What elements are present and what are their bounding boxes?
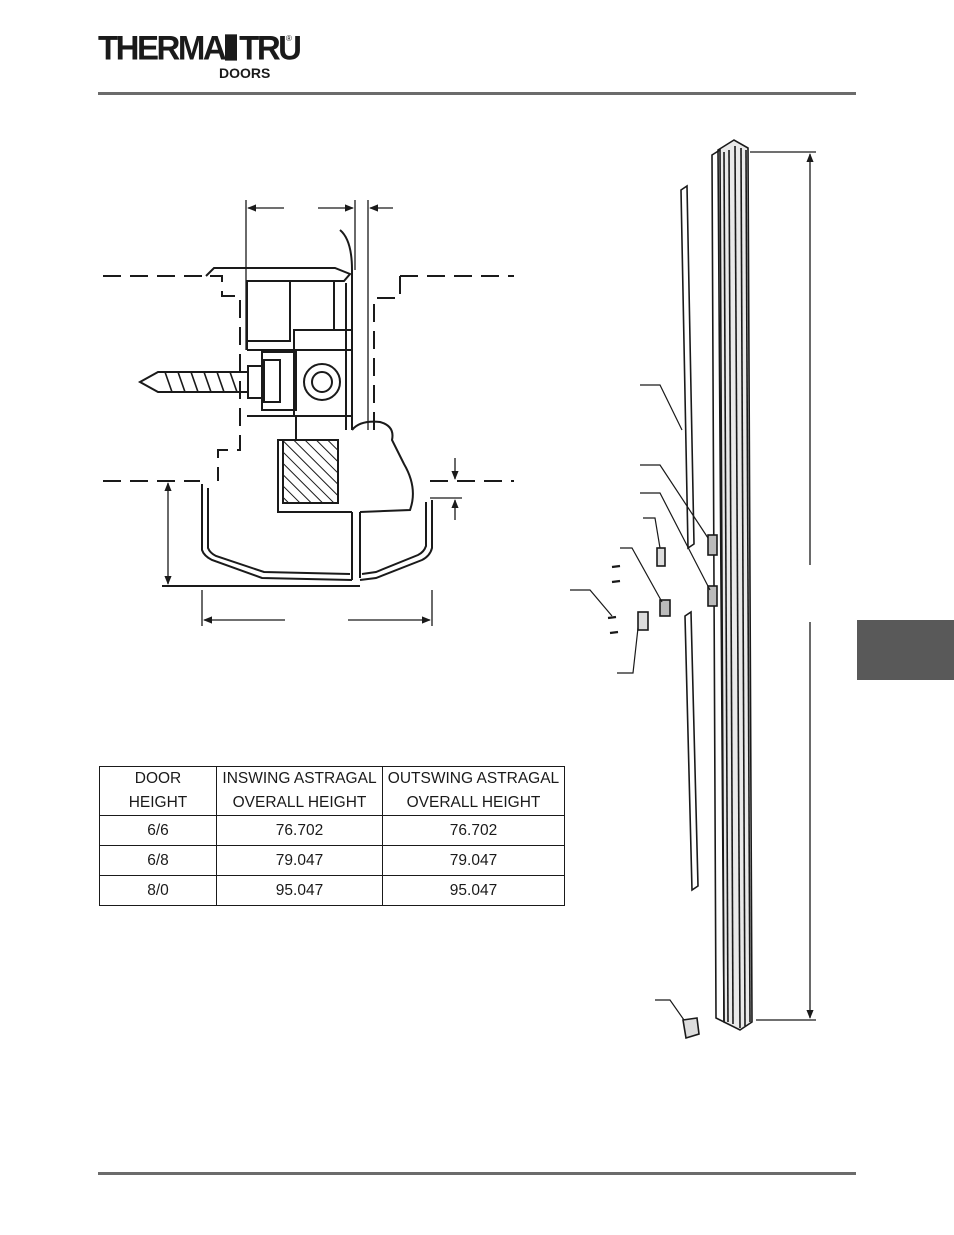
table-row: 6/8 79.047 79.047: [99, 845, 565, 876]
logo-brand-left: THERMA: [98, 28, 227, 67]
flush-bolt-lower: [707, 585, 718, 607]
table-header-row: DOOR HEIGHT INSWING ASTRAGAL OVERALL HEIG…: [99, 766, 565, 816]
leader-lines: [570, 384, 711, 1021]
logo-separator-bar: [225, 34, 238, 61]
cell-inswing-height: 95.047: [216, 875, 383, 906]
hardware-screws: [607, 564, 621, 635]
screw: [137, 365, 265, 399]
weatherstrip-lower: [684, 610, 699, 892]
header-door-height: DOOR HEIGHT: [99, 766, 217, 816]
logo-wordmark: THERMA TRU: [98, 28, 302, 67]
section-tab: [857, 620, 954, 680]
registered-mark: ®: [286, 34, 292, 43]
top-dimension: [245, 200, 393, 430]
latch-bracket-lower: [637, 611, 649, 631]
cell-outswing-height: 95.047: [382, 875, 565, 906]
exploded-astragal-view: [570, 139, 816, 1040]
cross-section-detail: [103, 200, 514, 626]
cell-door-height: 8/0: [99, 875, 217, 906]
footer-rule: [98, 1172, 856, 1175]
flush-bolt-upper: [707, 534, 718, 556]
astragal-profile: [205, 229, 414, 580]
door-slab-outline: [103, 275, 514, 482]
cell-inswing-height: 79.047: [216, 845, 383, 876]
bottom-channel: [162, 484, 433, 587]
header-label-line2: OVERALL HEIGHT: [406, 794, 541, 811]
therma-tru-logo: THERMA TRU ® DOORS: [98, 28, 302, 82]
cell-door-height: 6/8: [99, 845, 217, 876]
table-row: 6/6 76.702 76.702: [99, 815, 565, 846]
header-rule: [98, 92, 856, 95]
logo-brand-right: TRU: [239, 28, 302, 67]
logo-subtitle: DOORS: [219, 65, 271, 81]
weatherstrip-upper: [680, 184, 695, 550]
astragal-height-table: DOOR HEIGHT INSWING ASTRAGAL OVERALL HEIG…: [99, 766, 565, 906]
header-outswing-height: OUTSWING ASTRAGAL OVERALL HEIGHT: [382, 766, 565, 816]
strike-plate: [656, 547, 666, 567]
cell-door-height: 6/6: [99, 815, 217, 846]
end-cap: [682, 1017, 700, 1040]
header-label-line2: OVERALL HEIGHT: [232, 794, 367, 811]
table-row: 8/0 95.047 95.047: [99, 875, 565, 906]
astragal-bar: [711, 139, 753, 1031]
side-dimension: [164, 458, 462, 626]
header-label: OUTSWING ASTRAGAL: [387, 770, 560, 787]
latch-bracket: [659, 599, 671, 617]
overall-height-dimension: [750, 151, 816, 1021]
cell-outswing-height: 79.047: [382, 845, 565, 876]
cell-outswing-height: 76.702: [382, 815, 565, 846]
header-label: INSWING ASTRAGAL: [222, 770, 377, 787]
header-inswing-height: INSWING ASTRAGAL OVERALL HEIGHT: [216, 766, 383, 816]
cell-inswing-height: 76.702: [216, 815, 383, 846]
header-label: DOOR HEIGHT: [128, 770, 188, 811]
